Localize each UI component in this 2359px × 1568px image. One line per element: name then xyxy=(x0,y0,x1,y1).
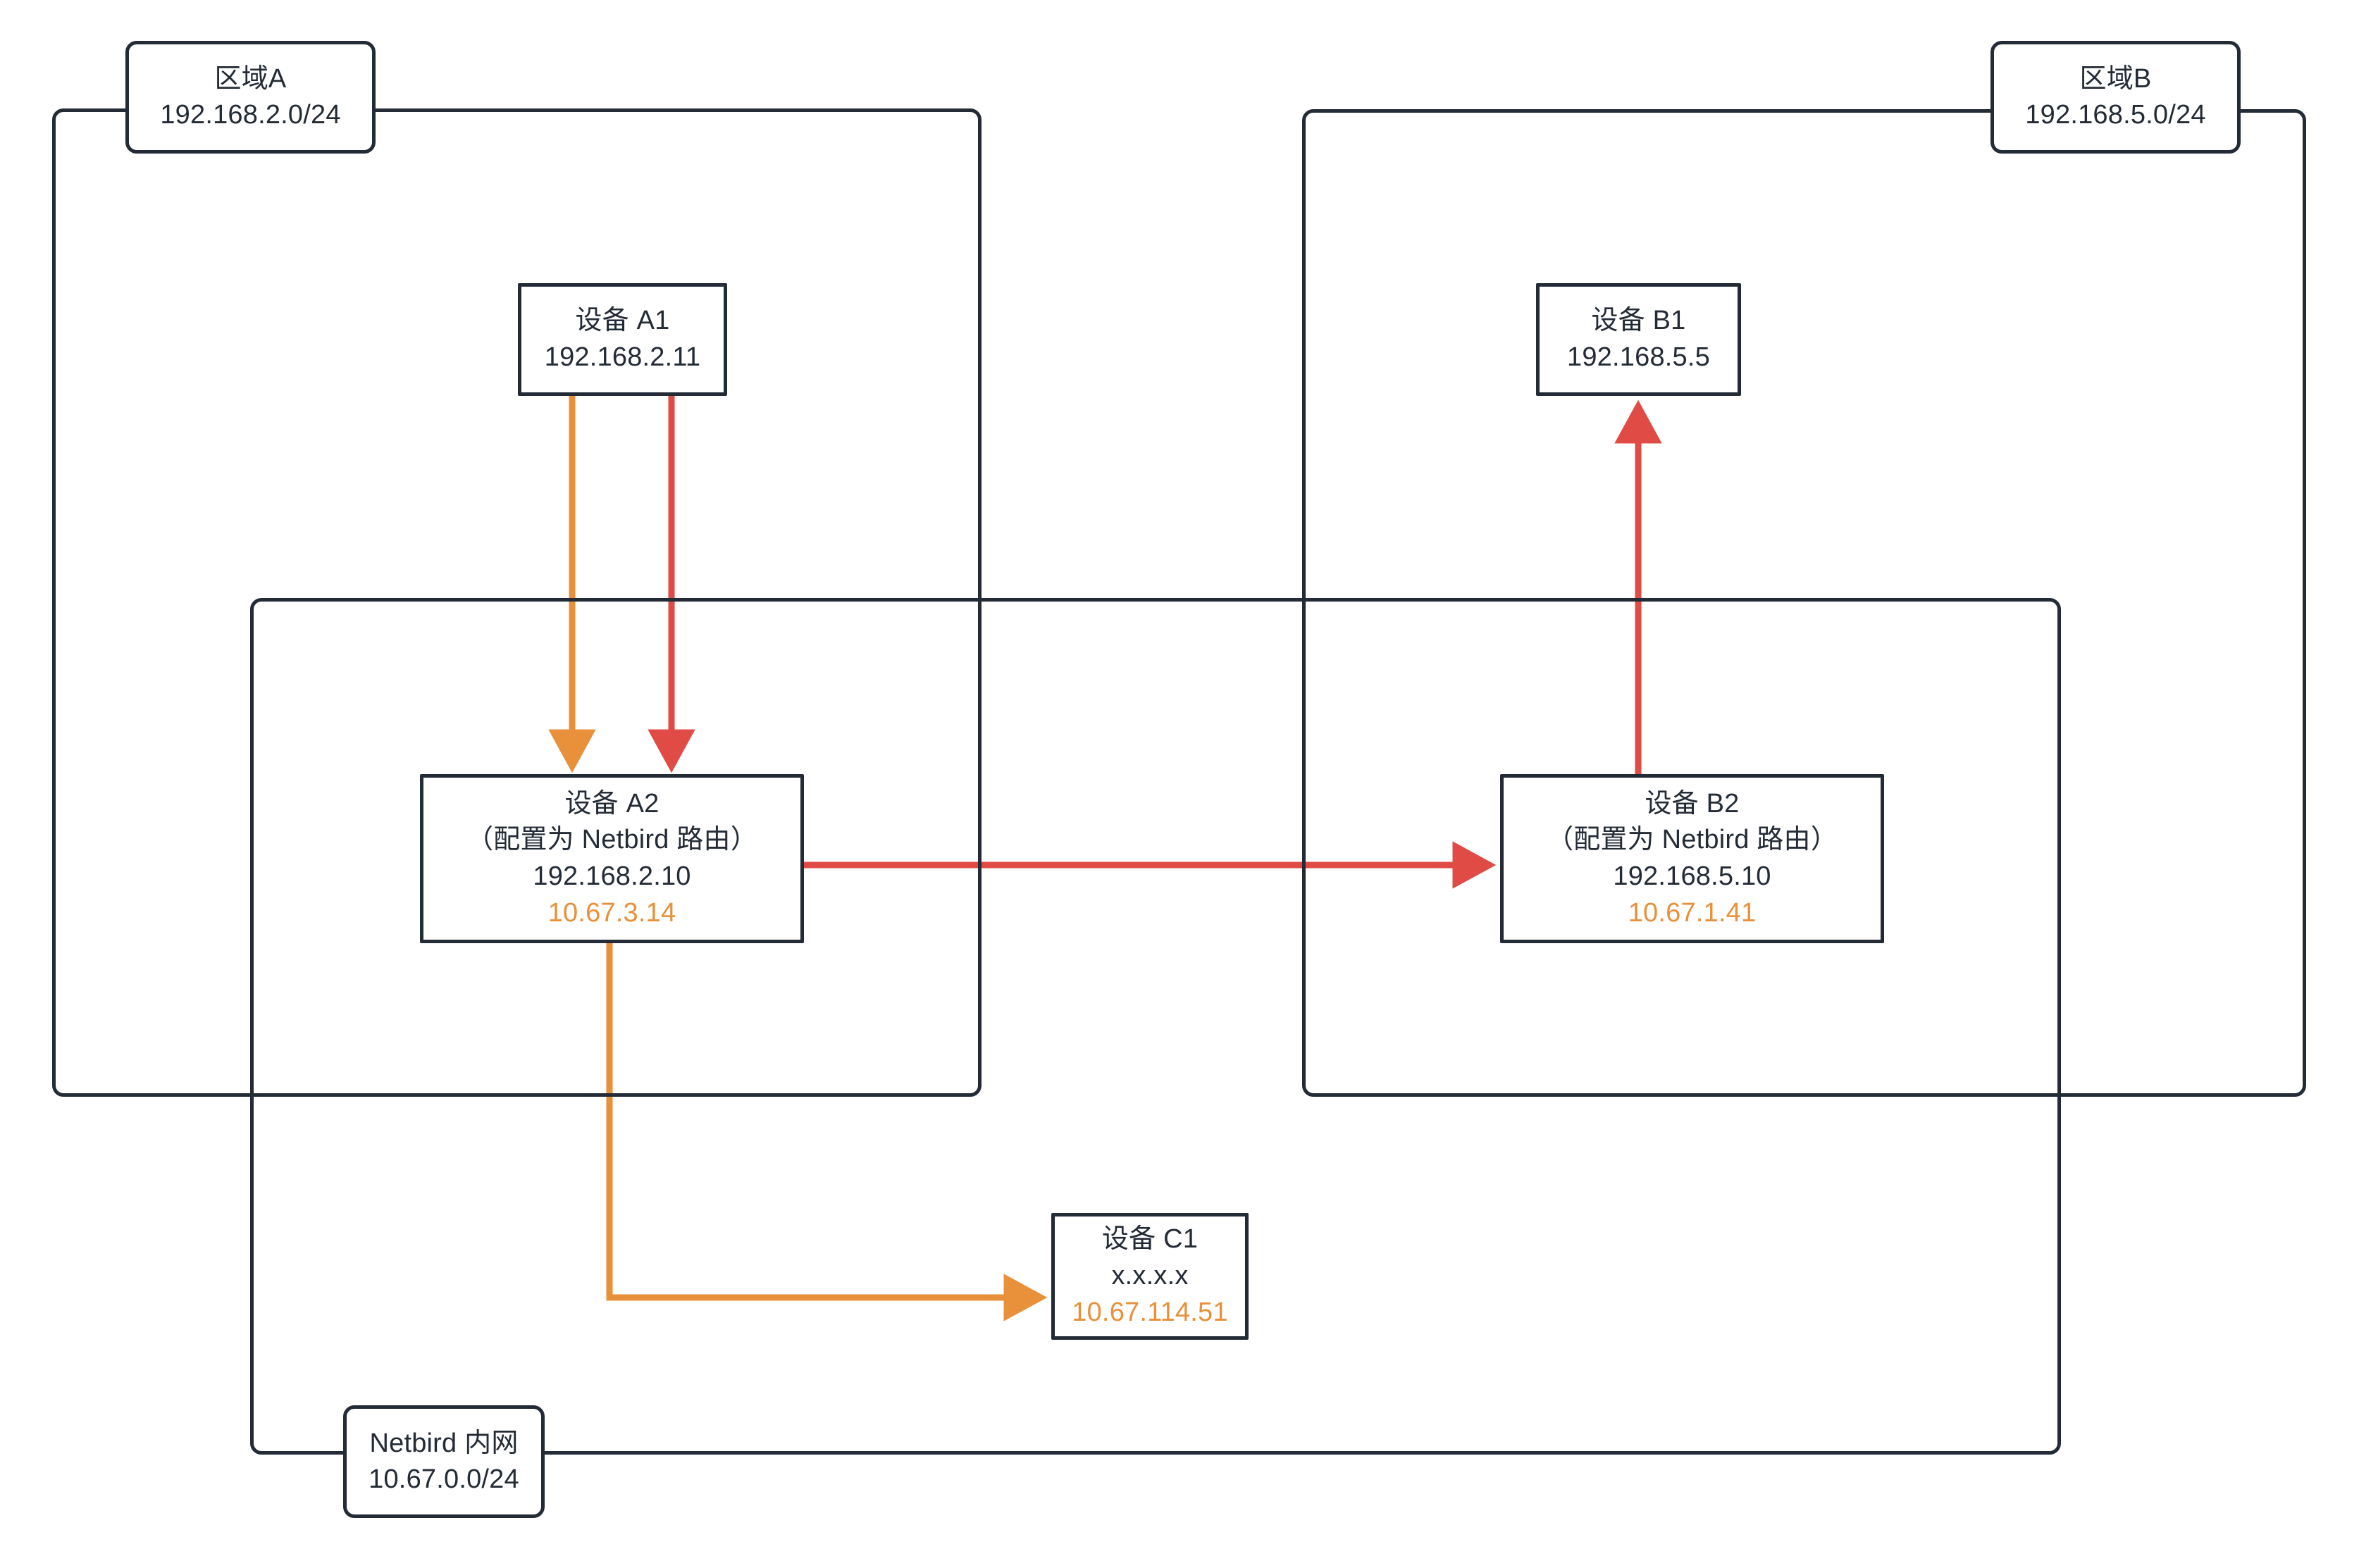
node-device-b2[interactable]: 设备 B2 （配置为 Netbird 路由） 192.168.5.10 10.6… xyxy=(1500,774,1884,943)
node-device-b1[interactable]: 设备 B1 192.168.5.5 xyxy=(1536,283,1741,396)
zone-boundary-area-a xyxy=(52,108,982,1097)
zone-label-netbird-cidr: 10.67.0.0/24 xyxy=(369,1464,519,1494)
node-device-a2-role: （配置为 Netbird 路由） xyxy=(466,825,757,855)
zone-label-area-b-name: 区域B xyxy=(2079,64,2152,94)
node-device-a2[interactable]: 设备 A2 （配置为 Netbird 路由） 192.168.2.10 10.6… xyxy=(420,774,804,943)
node-device-c1-vpn-ip: 10.67.114.51 xyxy=(1072,1297,1228,1327)
node-device-a1[interactable]: 设备 A1 192.168.2.11 xyxy=(518,283,727,396)
zone-label-area-a: 区域A 192.168.2.0/24 xyxy=(125,41,376,154)
node-device-a2-lan-ip: 192.168.2.10 xyxy=(533,861,691,891)
node-device-b1-lan-ip: 192.168.5.5 xyxy=(1567,342,1710,372)
node-device-c1-lan-ip: x.x.x.x xyxy=(1111,1261,1189,1291)
node-device-a2-name: 设备 A2 xyxy=(564,788,660,819)
node-device-b2-lan-ip: 192.168.5.10 xyxy=(1613,861,1771,891)
zone-label-area-b-cidr: 192.168.5.0/24 xyxy=(2025,100,2206,130)
node-device-b2-name: 设备 B2 xyxy=(1645,788,1740,819)
zone-label-netbird-name: Netbird 内网 xyxy=(369,1429,519,1459)
node-device-b1-name: 设备 B1 xyxy=(1591,306,1686,336)
node-device-a2-vpn-ip: 10.67.3.14 xyxy=(547,897,676,928)
zone-label-area-a-name: 区域A xyxy=(214,64,287,94)
zone-boundary-area-b xyxy=(1302,109,2306,1097)
zone-label-area-a-cidr: 192.168.2.0/24 xyxy=(160,100,341,130)
node-device-b2-role: （配置为 Netbird 路由） xyxy=(1547,825,1838,855)
node-device-c1[interactable]: 设备 C1 x.x.x.x 10.67.114.51 xyxy=(1051,1213,1249,1340)
node-device-b2-vpn-ip: 10.67.1.41 xyxy=(1628,897,1757,928)
node-device-c1-name: 设备 C1 xyxy=(1101,1224,1199,1255)
node-device-a1-name: 设备 A1 xyxy=(575,306,670,336)
edge-a2-to-c1-orange xyxy=(606,943,1048,1321)
zone-boundary-netbird xyxy=(250,598,2061,1455)
zone-label-area-b: 区域B 192.168.5.0/24 xyxy=(1990,41,2241,154)
zone-label-netbird: Netbird 内网 10.67.0.0/24 xyxy=(343,1405,545,1518)
node-device-a1-lan-ip: 192.168.2.11 xyxy=(544,342,701,372)
